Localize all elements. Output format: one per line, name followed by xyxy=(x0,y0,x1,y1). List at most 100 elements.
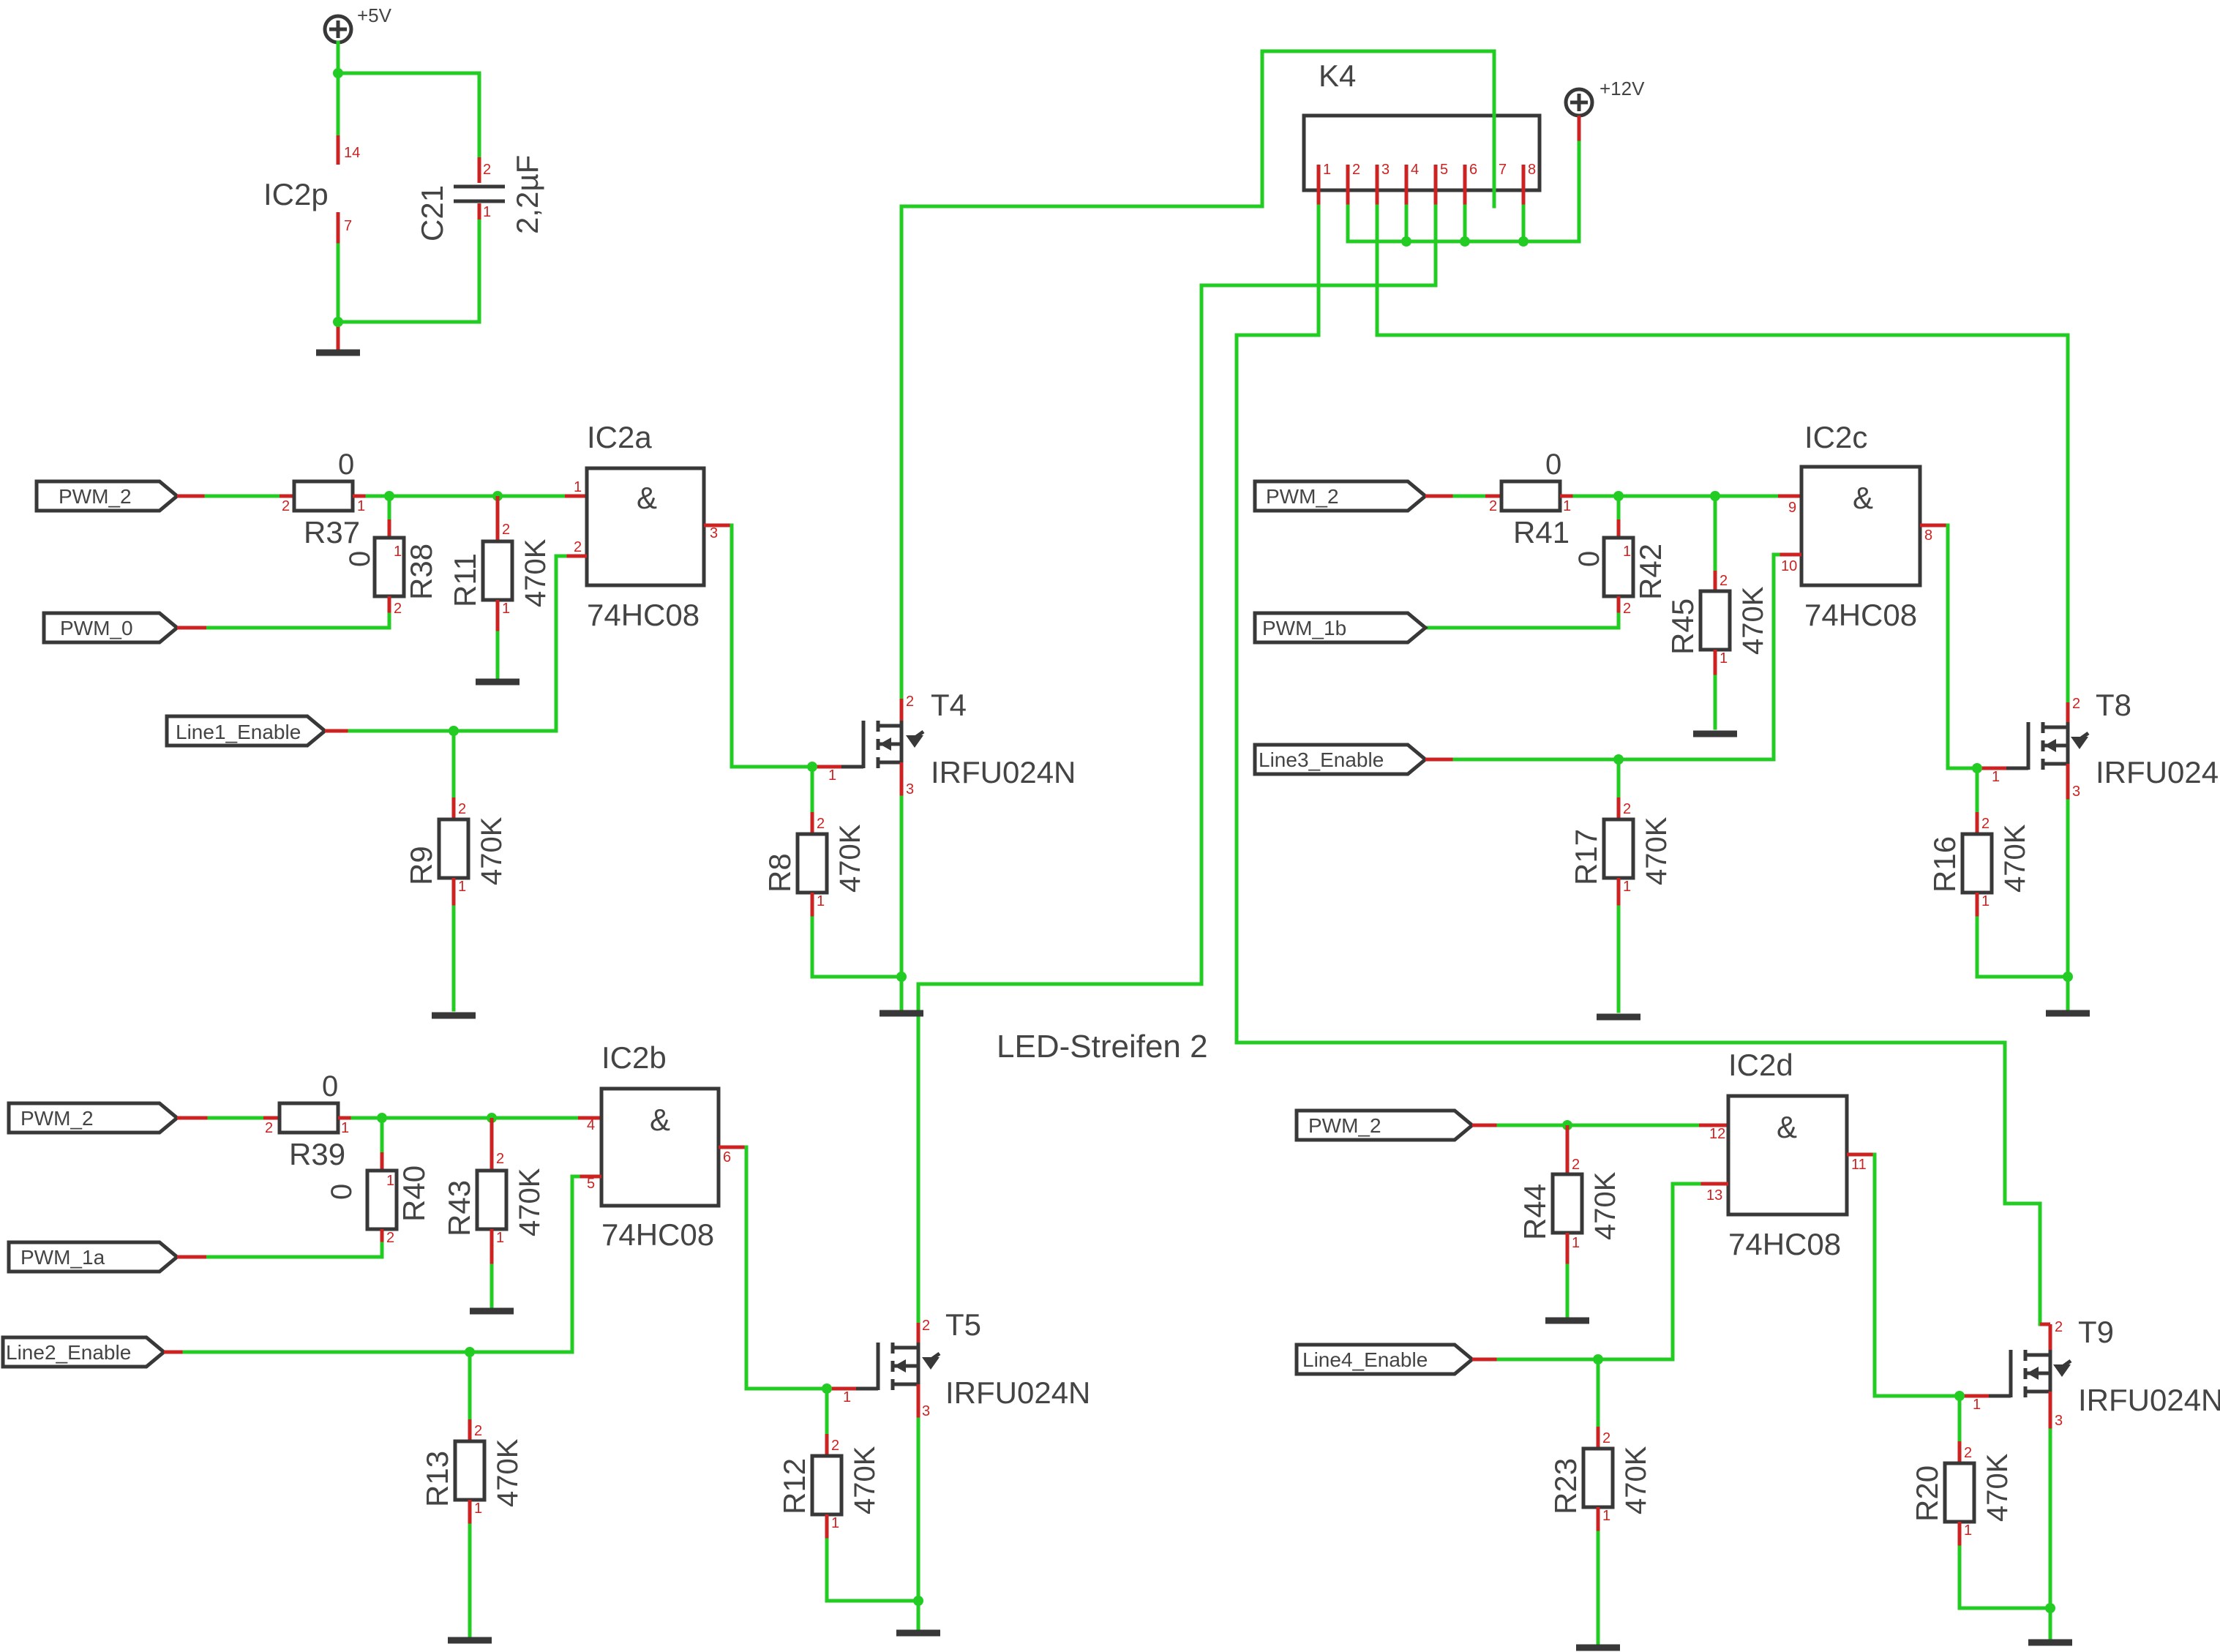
drain-wires xyxy=(899,49,2070,1326)
net-label-pwm2-b: PWM_2 xyxy=(7,1101,180,1135)
svg-text:3: 3 xyxy=(2072,784,2080,800)
svg-text:11: 11 xyxy=(1851,1157,1867,1173)
svg-text:T4: T4 xyxy=(931,688,967,722)
resistor-r12 xyxy=(810,1454,844,1517)
svg-text:1: 1 xyxy=(1720,650,1728,667)
resistor-r17 xyxy=(1602,817,1635,880)
svg-text:1: 1 xyxy=(817,893,825,909)
k4-pin-numbers: 1 2 3 4 5 6 7 8 xyxy=(1323,162,1536,178)
net-label-pwm2-c: PWM_2 xyxy=(1253,479,1428,513)
resistor-r37 xyxy=(292,479,355,513)
svg-text:1: 1 xyxy=(1323,162,1331,178)
svg-text:IC2d: IC2d xyxy=(1728,1048,1793,1082)
svg-text:1: 1 xyxy=(496,1230,504,1246)
svg-text:1: 1 xyxy=(574,479,582,495)
resistor-r41 xyxy=(1499,479,1562,513)
svg-text:8: 8 xyxy=(1924,527,1932,544)
svg-text:5: 5 xyxy=(587,1176,595,1192)
mosfet-t4 xyxy=(841,721,925,769)
and-gate-ic2c xyxy=(1799,465,1922,587)
section-a: PWM_2 2 1 0 R37 1 1 2 0 R38 PWM_0 xyxy=(34,420,1076,1019)
svg-text:6: 6 xyxy=(1469,162,1477,178)
svg-text:PWM_2: PWM_2 xyxy=(20,1107,94,1130)
power-block: +5V 14 IC2p 7 2 1 C21 2,2µF xyxy=(263,4,544,356)
c21-value: 2,2µF xyxy=(510,155,544,234)
svg-text:2: 2 xyxy=(1602,1430,1610,1446)
svg-text:R42: R42 xyxy=(1633,544,1668,600)
section-d: PWM_2 12 2 1 R44 470K IC2d & 74HC08 13 1… xyxy=(1294,1048,2220,1651)
svg-text:1: 1 xyxy=(474,1501,482,1517)
resistor-r23 xyxy=(1581,1446,1615,1509)
and-gate-ic2b xyxy=(599,1086,721,1208)
net-label-line3-enable: Line3_Enable xyxy=(1253,743,1428,776)
svg-text:8: 8 xyxy=(1528,162,1536,178)
resistor-r39 xyxy=(277,1101,340,1135)
svg-text:R41: R41 xyxy=(1513,515,1570,549)
resistor-r13 xyxy=(453,1439,487,1502)
svg-text:470K: 470K xyxy=(492,1438,524,1507)
svg-text:1: 1 xyxy=(394,544,402,560)
svg-text:1: 1 xyxy=(341,1120,349,1136)
ic2p-pin-gnd: 7 xyxy=(344,218,352,234)
diagram-title: LED-Streifen 2 xyxy=(997,1029,1208,1065)
svg-text:2: 2 xyxy=(282,498,290,514)
svg-text:T9: T9 xyxy=(2078,1315,2114,1349)
svg-text:R38: R38 xyxy=(404,544,438,600)
svg-text:Line4_Enable: Line4_Enable xyxy=(1302,1348,1428,1371)
svg-text:1: 1 xyxy=(1563,498,1571,514)
svg-text:2: 2 xyxy=(483,162,491,178)
plus-5v-label: +5V xyxy=(357,4,392,26)
svg-text:3: 3 xyxy=(710,525,718,541)
svg-text:2: 2 xyxy=(1489,498,1497,514)
mosfet-t9 xyxy=(1989,1350,2072,1398)
svg-text:3: 3 xyxy=(922,1403,930,1419)
svg-text:74HC08: 74HC08 xyxy=(1728,1227,1841,1261)
svg-text:74HC08: 74HC08 xyxy=(1804,598,1917,632)
svg-text:1: 1 xyxy=(1964,1523,1972,1539)
ic2p-label: IC2p xyxy=(263,177,329,211)
svg-text:PWM_2: PWM_2 xyxy=(1266,485,1339,508)
resistor-r44 xyxy=(1550,1172,1584,1235)
svg-text:2: 2 xyxy=(1623,801,1631,817)
ic2p-pin-vcc: 14 xyxy=(344,145,360,161)
svg-text:0: 0 xyxy=(1573,551,1605,567)
svg-text:470K: 470K xyxy=(1589,1171,1621,1240)
svg-text:1: 1 xyxy=(1602,1508,1610,1524)
svg-text:2: 2 xyxy=(1572,1157,1580,1173)
svg-text:3: 3 xyxy=(906,781,914,797)
svg-text:470K: 470K xyxy=(1640,816,1673,885)
svg-text:12: 12 xyxy=(1709,1126,1725,1142)
svg-text:&: & xyxy=(650,1103,670,1137)
svg-text:2: 2 xyxy=(502,522,510,538)
svg-text:R39: R39 xyxy=(289,1137,345,1171)
svg-text:3: 3 xyxy=(1381,162,1390,178)
svg-text:2: 2 xyxy=(2072,696,2080,712)
c21-label: C21 xyxy=(415,185,449,241)
svg-text:R23: R23 xyxy=(1548,1458,1583,1514)
resistor-r45 xyxy=(1698,589,1732,652)
svg-text:9: 9 xyxy=(1788,500,1796,516)
svg-text:2: 2 xyxy=(574,539,582,555)
svg-text:470K: 470K xyxy=(849,1446,881,1514)
svg-text:R13: R13 xyxy=(420,1451,454,1507)
svg-text:2: 2 xyxy=(2055,1319,2063,1335)
svg-text:R40: R40 xyxy=(397,1165,431,1222)
svg-text:T8: T8 xyxy=(2096,688,2131,722)
svg-text:1: 1 xyxy=(483,204,491,220)
svg-text:2: 2 xyxy=(1352,162,1360,178)
k4-label: K4 xyxy=(1319,59,1356,93)
svg-text:R43: R43 xyxy=(442,1180,476,1236)
svg-text:R44: R44 xyxy=(1518,1184,1552,1240)
svg-text:1: 1 xyxy=(1572,1235,1580,1251)
net-label-pwm2-a: PWM_2 xyxy=(34,479,180,513)
and-gate-ic2a xyxy=(585,466,706,587)
svg-text:IRFU024N: IRFU024N xyxy=(931,755,1076,789)
section-c: PWM_2 2 1 0 R41 9 1 2 0 R42 PWM_1b xyxy=(1253,420,2220,1021)
svg-text:R12: R12 xyxy=(777,1458,811,1514)
svg-text:R8: R8 xyxy=(762,853,797,893)
resistor-r43 xyxy=(475,1168,509,1231)
svg-text:R11: R11 xyxy=(448,553,482,607)
svg-text:2: 2 xyxy=(1720,573,1728,589)
resistor-r20 xyxy=(1943,1461,1976,1524)
